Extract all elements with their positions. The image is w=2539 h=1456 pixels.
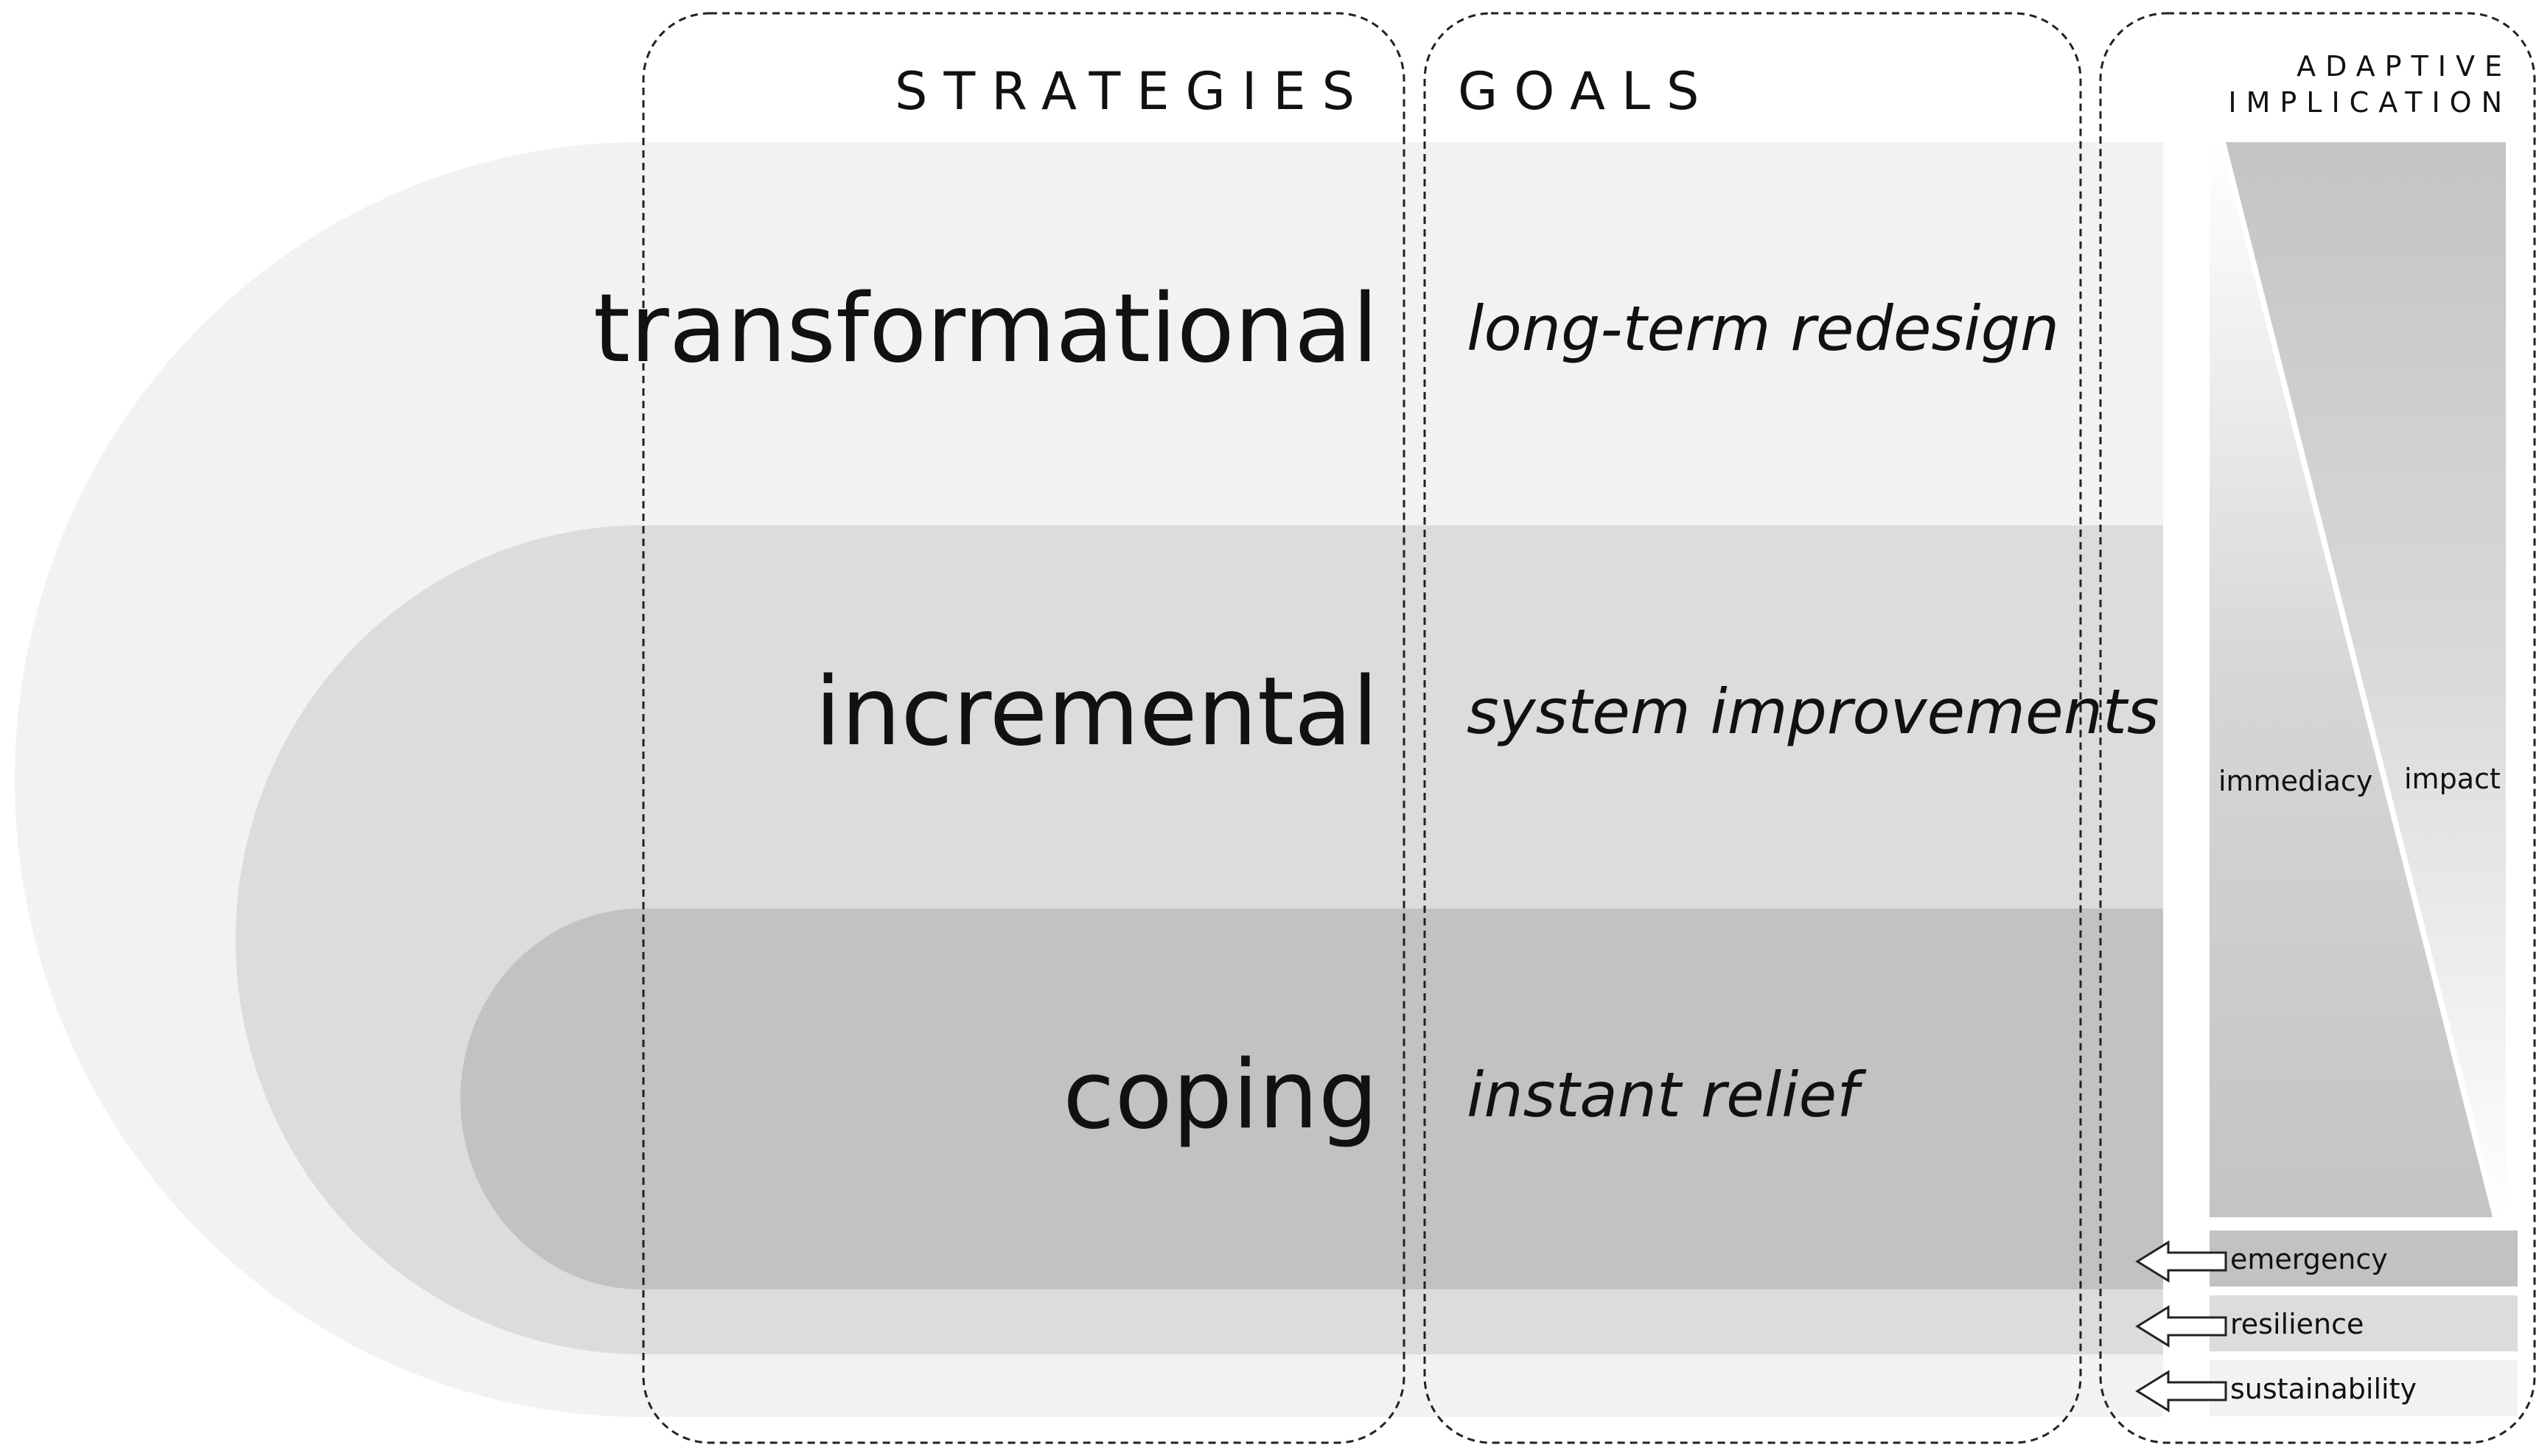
goal-instant-relief: instant relief (1467, 1059, 1867, 1131)
goal-system-improvements: system improvements (1467, 676, 2159, 748)
adaptive-header-line1: ADAPTIVE (2297, 50, 2512, 83)
resilience-box (2210, 1295, 2518, 1351)
strategy-coping: coping (1063, 1040, 1378, 1150)
strategy-transformational: transformational (593, 274, 1378, 384)
strategies-column-frame (642, 12, 1405, 1444)
resilience-arrow-icon (2135, 1305, 2227, 1348)
impact-label: impact (2404, 763, 2501, 795)
immediacy-label: immediacy (2218, 765, 2372, 797)
adaptive-column-frame (2099, 12, 2536, 1444)
coping-band (460, 909, 2163, 1289)
emergency-label: emergency (2230, 1243, 2388, 1275)
strategy-incremental: incremental (815, 657, 1378, 767)
scale-column (2163, 142, 2207, 1417)
emergency-box (2210, 1231, 2518, 1287)
strategies-header: STRATEGIES (895, 61, 1371, 122)
resilience-label: resilience (2230, 1308, 2364, 1340)
sustainability-box (2210, 1360, 2518, 1416)
adaptive-header-line2: IMPLICATION (2228, 86, 2512, 119)
goal-long-term-redesign: long-term redesign (1467, 293, 2059, 365)
impact-wedge (2226, 142, 2506, 1217)
sustainability-label: sustainability (2230, 1373, 2417, 1405)
goals-header: GOALS (1458, 61, 1715, 122)
emergency-arrow-icon (2135, 1240, 2227, 1283)
sustainability-arrow-icon (2135, 1370, 2227, 1413)
immediacy-wedge (2210, 142, 2493, 1217)
